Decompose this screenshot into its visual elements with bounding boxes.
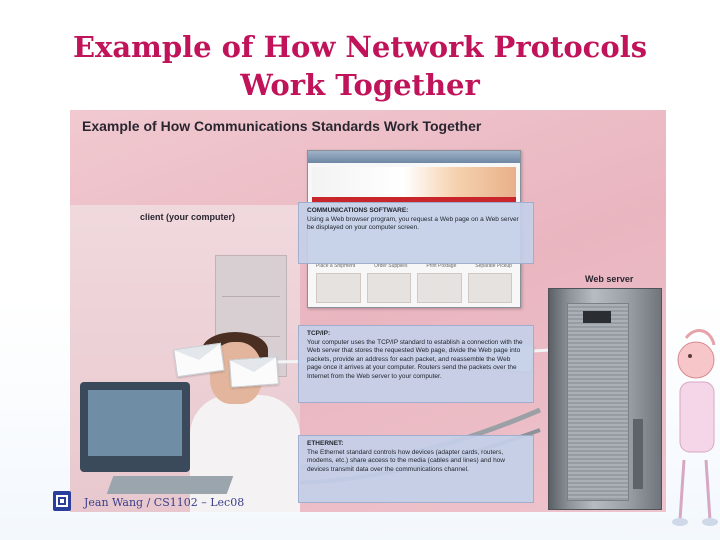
- thumb-label: Separate Pickup: [475, 263, 512, 269]
- callout-body: Your computer uses the TCP/IP standard t…: [307, 338, 523, 380]
- client-label: client (your computer): [140, 212, 236, 222]
- thumb-image: [467, 273, 512, 303]
- cartoon-decoration-icon: [672, 329, 718, 526]
- callout-communications-software: COMMUNICATIONS SOFTWARE: Using a Web bro…: [298, 202, 534, 264]
- thumb-label: Print Postage: [426, 263, 457, 269]
- server-label: Web server: [585, 274, 634, 284]
- callout-tcp-ip: TCP/IP: Your computer uses the TCP/IP st…: [298, 325, 534, 403]
- figure-heading: Example of How Communications Standards …: [82, 118, 482, 134]
- thumb-image: [316, 273, 361, 303]
- slide-title: Example of How Network Protocols Work To…: [0, 28, 720, 104]
- server-front-panel: [567, 303, 629, 501]
- monitor-screen: [88, 390, 182, 456]
- title-line-2: Work Together: [240, 68, 480, 102]
- callout-title: TCP/IP:: [307, 330, 331, 337]
- thumb-image: [417, 273, 462, 303]
- browser-thumb-row: [316, 273, 512, 303]
- callout-title: COMMUNICATIONS SOFTWARE:: [307, 207, 409, 214]
- callout-ethernet: ETHERNET: The Ethernet standard controls…: [298, 435, 534, 503]
- callout-body: The Ethernet standard controls how devic…: [307, 448, 505, 473]
- client-monitor: [80, 382, 190, 472]
- protocol-diagram-figure: Example of How Communications Standards …: [70, 110, 666, 512]
- callout-body: Using a Web browser program, you request…: [307, 215, 519, 232]
- server-display: [583, 311, 611, 323]
- callout-title: ETHERNET:: [307, 440, 344, 447]
- university-logo-icon: [53, 491, 71, 511]
- thumb-image: [366, 273, 411, 303]
- keyboard: [106, 476, 234, 494]
- slide-footer: Jean Wang / CS1102 – Lec08: [84, 496, 245, 509]
- person-body: [190, 395, 300, 512]
- browser-thumb-labels: Place a Shipment Order Supplies Print Po…: [316, 263, 512, 269]
- website-nav-bar: [312, 197, 516, 203]
- website-header-banner: [312, 167, 516, 197]
- browser-title-bar: [308, 151, 520, 163]
- thumb-label: Order Supplies: [374, 263, 408, 269]
- server-brand-strip: [633, 419, 643, 489]
- title-line-1: Example of How Network Protocols: [72, 30, 648, 64]
- thumb-label: Place a Shipment: [316, 263, 356, 269]
- web-server-tower: [548, 288, 662, 510]
- packet-envelope-2: [229, 356, 279, 388]
